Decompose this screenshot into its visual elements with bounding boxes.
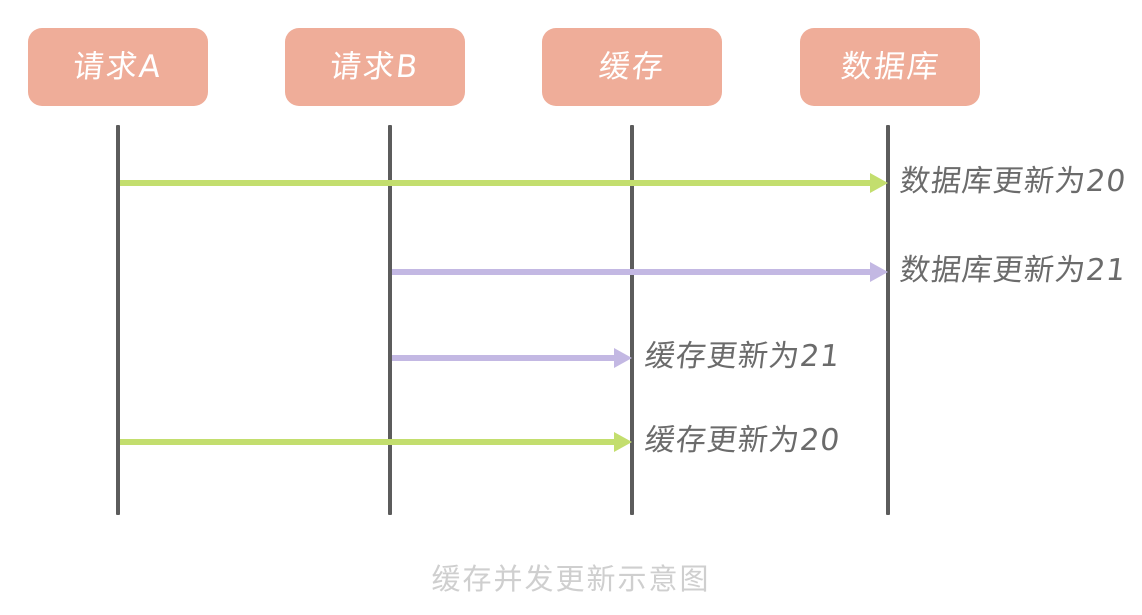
- message-label-a-updates-db: 数据库更新为20: [897, 164, 1129, 199]
- message-a-updates-db[interactable]: 数据库更新为20: [120, 164, 1128, 199]
- diagram-caption: 缓存并发更新示意图: [431, 562, 711, 596]
- message-b-updates-cache[interactable]: 缓存更新为21: [392, 339, 842, 374]
- participant-box-request-a[interactable]: 请求A: [28, 28, 208, 106]
- participant-label-database: 数据库: [838, 48, 942, 85]
- lifeline-request-a: [116, 125, 120, 515]
- participant-box-cache[interactable]: 缓存: [542, 28, 722, 106]
- message-label-a-updates-cache: 缓存更新为20: [642, 423, 843, 458]
- participant-label-request-b: 请求B: [328, 48, 422, 85]
- message-line-b-updates-cache: [392, 355, 616, 361]
- participant-label-request-a: 请求A: [71, 48, 165, 85]
- lifeline-cache: [630, 125, 634, 515]
- message-line-a-updates-cache: [120, 439, 616, 445]
- message-arrowhead-b-updates-db: [870, 262, 888, 282]
- message-label-b-updates-db: 数据库更新为21: [897, 253, 1129, 288]
- message-line-a-updates-db: [120, 180, 872, 186]
- message-b-updates-db[interactable]: 数据库更新为21: [392, 253, 1128, 288]
- lifeline-request-b: [388, 125, 392, 515]
- message-arrowhead-a-updates-cache: [614, 432, 632, 452]
- participant-box-request-b[interactable]: 请求B: [285, 28, 465, 106]
- message-a-updates-cache[interactable]: 缓存更新为20: [120, 423, 842, 458]
- lifeline-database: [886, 125, 890, 515]
- message-arrowhead-b-updates-cache: [614, 348, 632, 368]
- message-line-b-updates-db: [392, 269, 872, 275]
- participant-label-cache: 缓存: [597, 48, 667, 85]
- participant-box-database[interactable]: 数据库: [800, 28, 980, 106]
- message-arrowhead-a-updates-db: [870, 173, 888, 193]
- message-label-b-updates-cache: 缓存更新为21: [642, 339, 843, 374]
